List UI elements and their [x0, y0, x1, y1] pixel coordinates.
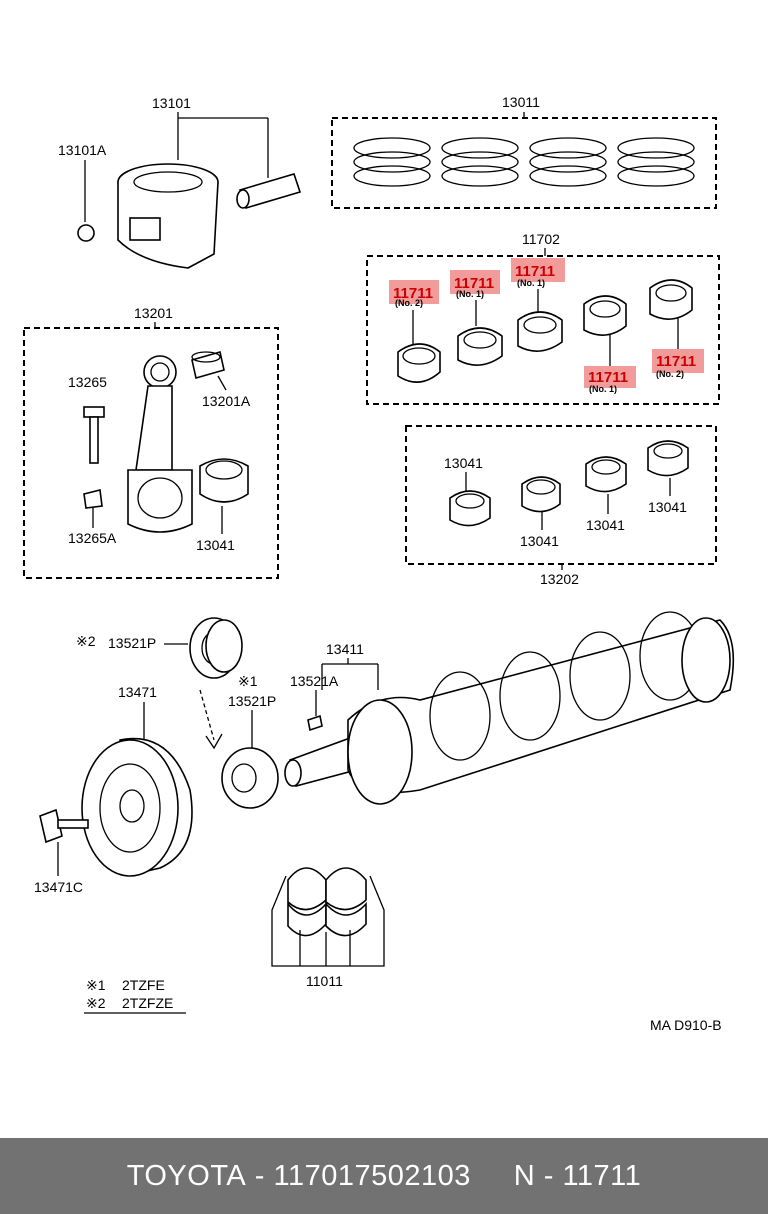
pulley-bolt	[39, 808, 89, 844]
crank-gear-1	[221, 747, 279, 809]
label-bearing-b: 13041	[520, 533, 559, 549]
piston-pin	[236, 173, 302, 209]
highlight-11711-1: 11711 (No. 2)	[389, 280, 439, 344]
conrod-bushing	[191, 350, 225, 380]
piston	[117, 163, 219, 269]
main-bearing-shell-2	[457, 327, 503, 366]
highlight-11711-5: 11711 (No. 2)	[652, 318, 704, 379]
label-bearing-c: 13041	[586, 517, 625, 533]
footer-prefix: N	[513, 1159, 536, 1192]
part-footer-bar: TOYOTA - 117017502103 N - 11711	[0, 1138, 768, 1214]
ring-stack-2	[441, 137, 519, 187]
main-bearing-shell-1	[397, 343, 441, 383]
svg-text:11711: 11711	[656, 353, 696, 370]
crank-key	[307, 714, 323, 732]
label-bearing-a: 13041	[444, 455, 483, 471]
footer-separator-2: -	[535, 1159, 563, 1192]
label-piston: 13101	[152, 95, 191, 111]
ring-set: 13011	[331, 94, 717, 209]
conrod-bearing-shell-b	[521, 476, 561, 513]
ring-stack-3	[529, 137, 607, 187]
footer-part-number: 117017502103	[273, 1159, 471, 1192]
mark-1-label: ※1	[238, 673, 258, 689]
label-conrod-bearing-set: 13202	[540, 571, 579, 587]
main-bearing-shell-5	[649, 279, 693, 320]
conrod-bearing-shell-a	[449, 490, 491, 527]
crank-pulley	[81, 737, 193, 877]
crank-gear-2-group: ※2 13521P	[76, 617, 243, 750]
parts-diagram: 13101 13101A 13011	[23, 94, 735, 1033]
label-crank-gear-1: 13521P	[228, 693, 276, 709]
conrod-bolt	[83, 406, 105, 464]
conrod-bearing-set: 13202 13041 13041 13041 13041	[405, 425, 717, 587]
svg-text:(No. 1): (No. 1)	[589, 384, 617, 394]
main-bearing-set: 11702 11711 (No. 2) 11711 (No. 1) 11711 …	[366, 231, 720, 405]
highlight-11711-2: 11711 (No. 1)	[450, 270, 500, 326]
footer-part-code: 11711	[562, 1159, 642, 1192]
svg-text:11711: 11711	[454, 275, 494, 292]
crank-key-group: 13521A	[290, 673, 339, 732]
legend-mark-1: ※1	[86, 977, 106, 993]
main-bearing-shell-4	[583, 295, 627, 336]
label-bearing-d: 13041	[648, 499, 687, 515]
label-thrust-washer: 11011	[306, 973, 343, 989]
svg-text:(No. 1): (No. 1)	[517, 278, 545, 288]
label-ring-set: 13011	[502, 94, 540, 110]
svg-text:11711: 11711	[588, 369, 628, 386]
ring-stack-4	[617, 137, 695, 187]
diagram-code: MA D910-B	[650, 1017, 722, 1033]
label-conrod: 13201	[134, 305, 173, 321]
conrod	[127, 355, 193, 533]
piston-clip	[77, 224, 95, 242]
label-conrod-bearing: 13041	[196, 537, 235, 553]
ring-stack-1	[353, 137, 431, 187]
label-crankshaft: 13411	[326, 641, 364, 657]
conrod-bearing-shell-c	[585, 456, 627, 493]
label-conrod-bolt: 13265	[68, 374, 107, 390]
svg-text:(No. 2): (No. 2)	[656, 369, 684, 379]
conrod-bearing-shell-d	[647, 440, 689, 477]
label-conrod-nut: 13265A	[68, 530, 117, 546]
footer-brand: TOYOTA	[126, 1159, 247, 1192]
pulley-bolt-group: 13471C	[34, 808, 89, 895]
thrust-washer-upper	[287, 867, 367, 911]
thrust-washer-group: 11011	[271, 867, 385, 989]
mark-2-label: ※2	[76, 633, 96, 649]
main-bearing-shell-3	[517, 311, 563, 352]
footer-separator: -	[246, 1159, 274, 1192]
svg-text:(No. 2): (No. 2)	[395, 298, 423, 308]
crankshaft	[284, 611, 735, 805]
svg-text:(No. 1): (No. 1)	[456, 289, 484, 299]
crank-gear-1-group: ※1 13521P	[221, 673, 279, 809]
highlight-11711-4: 11711 (No. 1)	[584, 334, 636, 394]
label-pulley: 13471	[118, 684, 157, 700]
conrod-nut	[83, 489, 103, 509]
highlight-11711-3: 11711 (No. 1)	[511, 258, 565, 312]
crankshaft-group: 13411	[284, 611, 735, 805]
label-crank-gear-2: 13521P	[108, 635, 156, 651]
svg-text:11711: 11711	[393, 285, 433, 302]
conrod-bearing	[199, 458, 249, 503]
conrod-group: 13201 13265 13201A 13265A	[23, 305, 279, 579]
pulley-group: 13471	[81, 684, 193, 877]
thrust-washer-lower	[287, 901, 367, 937]
label-conrod-bushing: 13201A	[202, 393, 251, 409]
footer-gap	[471, 1160, 514, 1193]
piston-group: 13101 13101A	[58, 95, 302, 269]
model-legend: ※1 2TZFE ※2 2TZFZE	[84, 977, 186, 1014]
legend-text-2: 2TZFZE	[122, 995, 173, 1011]
legend-mark-2: ※2	[86, 995, 106, 1011]
svg-text:11711: 11711	[515, 263, 555, 280]
legend-text-1: 2TZFE	[122, 977, 165, 993]
label-piston-clip: 13101A	[58, 142, 107, 158]
label-bearing-set: 11702	[522, 231, 560, 247]
label-pulley-bolt: 13471C	[34, 879, 83, 895]
crank-gear-2	[189, 617, 243, 679]
label-crank-key: 13521A	[290, 673, 339, 689]
